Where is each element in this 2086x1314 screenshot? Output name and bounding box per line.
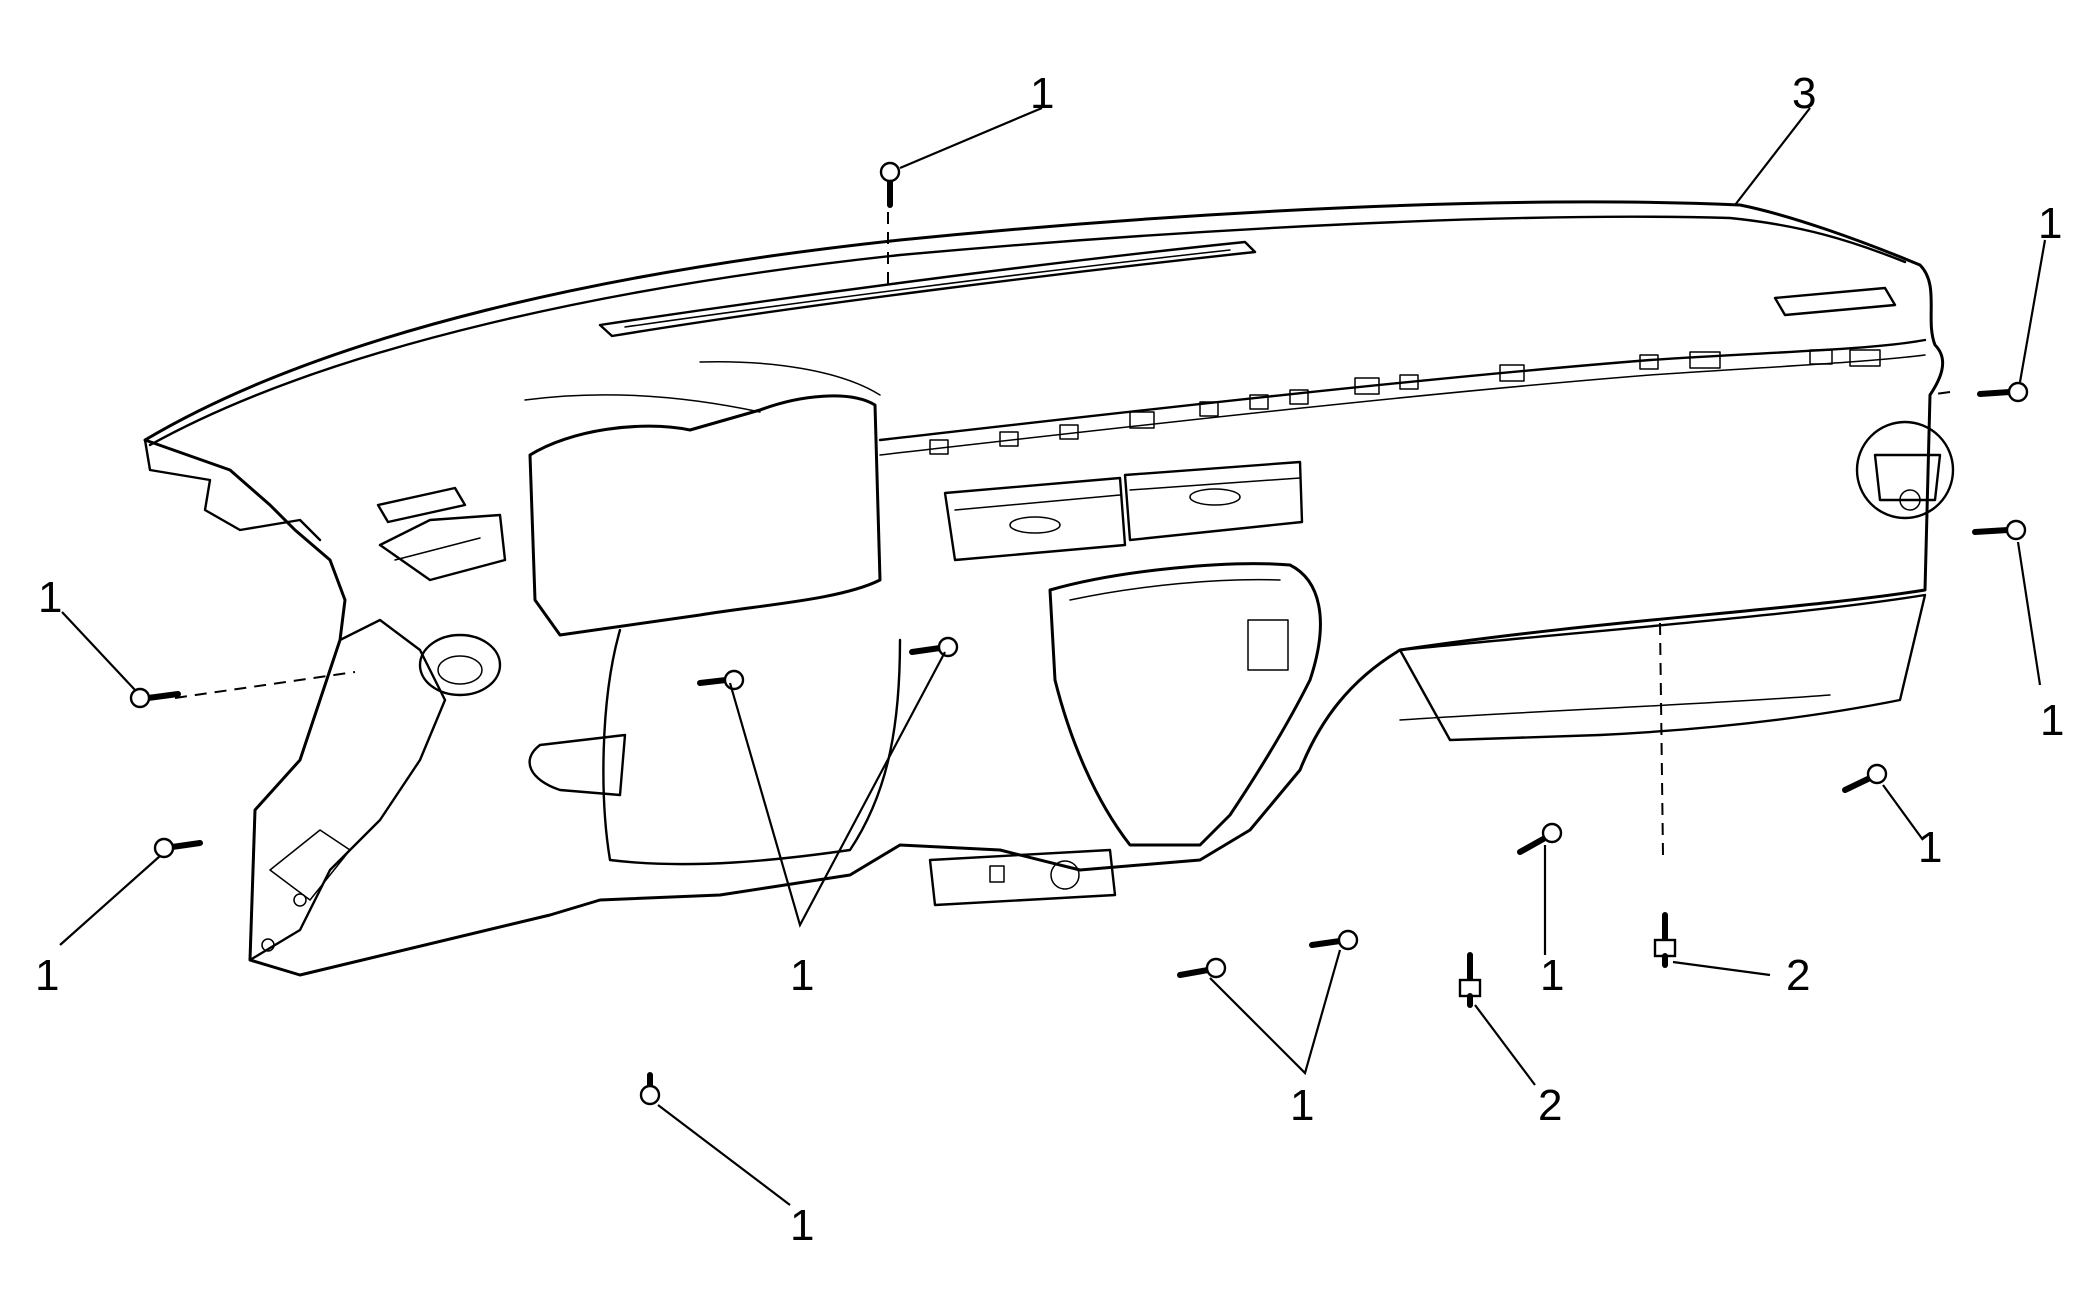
ledge-clips	[929, 349, 1881, 455]
bolt-center	[1458, 952, 1482, 1008]
center-air-vents	[943, 460, 1304, 562]
bolt-right	[1653, 912, 1677, 968]
cluster-hood-line	[524, 394, 761, 413]
screw-right-upper	[1977, 381, 2029, 403]
panel-ledge	[878, 338, 1927, 442]
instrument-panel-assembly	[143, 200, 1955, 977]
screw-top	[879, 161, 901, 208]
screw-center-a	[1177, 957, 1227, 979]
callout-panel-3: 3	[1792, 69, 1816, 118]
fasteners	[129, 161, 2029, 1106]
right-lower-trim	[1398, 593, 1927, 742]
defroster-vent-inner	[624, 249, 1231, 328]
defroster-vent	[598, 240, 1257, 338]
callout-labels: 1 3 1 1 1 1 1 1 1 1 1 1 2 2 1	[35, 69, 2064, 1250]
callout-right-lower-1: 1	[1918, 823, 1942, 872]
right-dash-vent	[1773, 286, 1897, 317]
callout-center-right-1: 1	[1540, 951, 1564, 1000]
callout-bolt-center-2: 2	[1538, 1081, 1562, 1130]
callout-center-1: 1	[1290, 1081, 1314, 1130]
panel-top-edge	[148, 215, 1907, 447]
screw-center-b	[1309, 929, 1359, 951]
left-side-bracket	[248, 618, 502, 962]
callout-right-upper-1: 1	[2038, 199, 2062, 248]
screw-left-lower	[153, 837, 203, 859]
callout-left-upper-1: 1	[38, 573, 62, 622]
screw-right-middle	[1972, 519, 2027, 541]
callout-top-1: 1	[1030, 69, 1054, 118]
callout-left-lower-1: 1	[35, 951, 59, 1000]
knee-bolster-opening	[528, 733, 627, 797]
glove-box-inner	[1069, 578, 1281, 601]
callout-center-left-1: 1	[790, 951, 814, 1000]
callout-bolt-right-2: 2	[1786, 951, 1810, 1000]
left-end-structure	[143, 438, 507, 582]
screw-right-lower-a	[1517, 822, 1563, 855]
panel-ledge-inner	[879, 354, 1926, 456]
leader-lines	[59, 106, 2047, 1206]
right-lower-rail	[1399, 694, 1831, 721]
screw-right-lower-b	[1842, 763, 1888, 793]
instrument-cluster-opening	[528, 394, 882, 637]
screw-left-upper	[129, 687, 181, 709]
callout-right-middle-1: 1	[2040, 696, 2064, 745]
panel-top-pad	[143, 200, 1945, 977]
alignment-lines	[174, 172, 1951, 856]
right-end-vent	[1855, 420, 1955, 520]
lower-center-bracket	[928, 848, 1117, 907]
screw-bottom-left	[639, 1072, 661, 1106]
glove-box-opening	[1048, 562, 1322, 847]
cluster-hood-line-2	[699, 361, 881, 396]
screw-center-left-b	[909, 636, 959, 658]
glove-box-latch	[1247, 619, 1289, 671]
left-air-vent	[376, 486, 467, 524]
callout-bottom-left-1: 1	[790, 1201, 814, 1250]
